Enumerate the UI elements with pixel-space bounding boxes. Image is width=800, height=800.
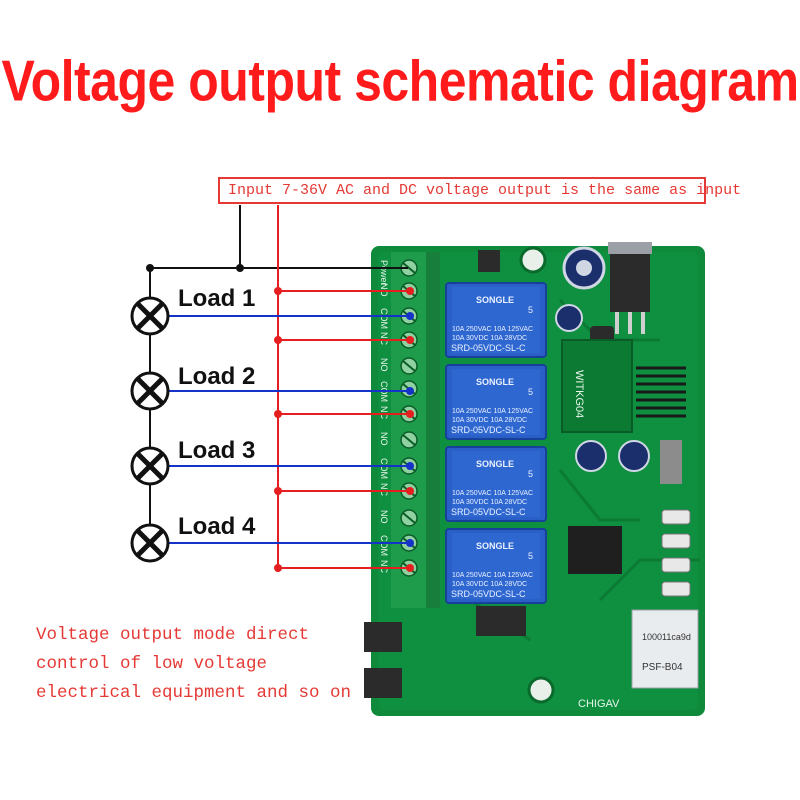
- mode-note-line-1: Voltage output mode direct: [36, 625, 310, 645]
- relay-rating-1: 10A 250VAC 10A 125VAC: [452, 572, 533, 579]
- relay: SONGLE 5 10A 250VAC 10A 125VAC 10A 30VDC 10…: [445, 528, 547, 604]
- junction-dot: [274, 410, 282, 418]
- relay-brand: SONGLE: [476, 541, 514, 551]
- terminal-screw: [400, 431, 418, 449]
- load-1-label: Load 1: [178, 285, 256, 312]
- terminal-label: NO: [379, 510, 389, 524]
- terminal-dot: [406, 312, 414, 320]
- terminal-label: NC: [379, 560, 389, 573]
- load-lamps: [130, 296, 170, 563]
- terminal-block: [391, 252, 440, 608]
- board-maker-text: CHIGAV: [578, 698, 620, 710]
- relay-coil: 5: [528, 469, 533, 479]
- mode-note-line-2: control of low voltage: [36, 654, 268, 674]
- lamp-icon: [130, 523, 170, 563]
- terminal-dot: [406, 410, 414, 418]
- load-3-label: Load 3: [178, 437, 256, 464]
- relay-rating-2: 10A 30VDC 10A 28VDC: [452, 581, 527, 588]
- junction-dot: [146, 264, 154, 272]
- terminal-label: NO: [379, 283, 389, 297]
- page-title: Voltage output schematic diagram: [1, 48, 799, 114]
- terminal-label: NC: [379, 483, 389, 496]
- relay-model: SRD-05VDC-SL-C: [451, 507, 526, 517]
- terminal-label: COM: [379, 535, 389, 556]
- terminal-screw: [400, 509, 418, 527]
- relay: SONGLE 5 10A 250VAC 10A 125VAC 10A 30VDC 10…: [445, 282, 547, 358]
- terminal-dot: [406, 539, 414, 547]
- terminal-label: NC: [379, 406, 389, 419]
- relay-rating-2: 10A 30VDC 10A 28VDC: [452, 417, 527, 424]
- relay-model: SRD-05VDC-SL-C: [451, 343, 526, 353]
- terminal-dot: [406, 336, 414, 344]
- mode-note-line-3: electrical equipment and so on: [36, 683, 352, 703]
- load-2-label: Load 2: [178, 363, 256, 390]
- relay-rating-1: 10A 250VAC 10A 125VAC: [452, 408, 533, 415]
- terminal-dot: [406, 387, 414, 395]
- terminal-screw: [400, 357, 418, 375]
- mode-note: Voltage output mode direct control of lo…: [36, 621, 366, 708]
- terminal-label: NC: [379, 332, 389, 345]
- junction-dot: [236, 264, 244, 272]
- relay-group: SONGLE 5 10A 250VAC 10A 125VAC 10A 30VDC 10…: [445, 282, 547, 604]
- relay: SONGLE 5 10A 250VAC 10A 125VAC 10A 30VDC 10…: [445, 364, 547, 440]
- relay-coil: 5: [528, 551, 533, 561]
- terminal-dot: [406, 564, 414, 572]
- terminal-label: NO: [379, 432, 389, 446]
- junction-dot: [274, 487, 282, 495]
- relay-rating-1: 10A 250VAC 10A 125VAC: [452, 490, 533, 497]
- relay-coil: 5: [528, 387, 533, 397]
- relay-model: SRD-05VDC-SL-C: [451, 589, 526, 599]
- lamp-icon: [130, 446, 170, 486]
- relay-rating-2: 10A 30VDC 10A 28VDC: [452, 499, 527, 506]
- relay-brand: SONGLE: [476, 377, 514, 387]
- terminal-label: COM: [379, 458, 389, 479]
- board-components: WITKG04 100011ca9d PSF-B04 CHIGAV: [364, 242, 699, 710]
- load-4-label: Load 4: [178, 513, 256, 540]
- lamp-icon: [130, 371, 170, 411]
- relay-rating-2: 10A 30VDC 10A 28VDC: [452, 335, 527, 342]
- terminal-label: COM: [379, 308, 389, 329]
- relay-coil: 5: [528, 305, 533, 315]
- module-text-1: PSF-B04: [642, 662, 683, 673]
- junction-dot: [274, 564, 282, 572]
- relay-brand: SONGLE: [476, 295, 514, 305]
- junction-dot: [274, 336, 282, 344]
- terminal-label: Power: [379, 260, 389, 286]
- input-voltage-note: Input 7-36V AC and DC voltage output is …: [218, 177, 741, 204]
- relay-brand: SONGLE: [476, 459, 514, 469]
- terminal-dot: [406, 487, 414, 495]
- relay-rating-1: 10A 250VAC 10A 125VAC: [452, 326, 533, 333]
- lamp-icon: [130, 296, 170, 336]
- terminal-dot: [406, 287, 414, 295]
- board-model-text: WITKG04: [573, 370, 585, 418]
- junction-dot: [274, 287, 282, 295]
- terminal-label: NO: [379, 358, 389, 372]
- relay: SONGLE 5 10A 250VAC 10A 125VAC 10A 30VDC 10…: [445, 446, 547, 522]
- module-text-2: 100011ca9d: [642, 632, 691, 642]
- relay-model: SRD-05VDC-SL-C: [451, 425, 526, 435]
- terminal-dot: [406, 462, 414, 470]
